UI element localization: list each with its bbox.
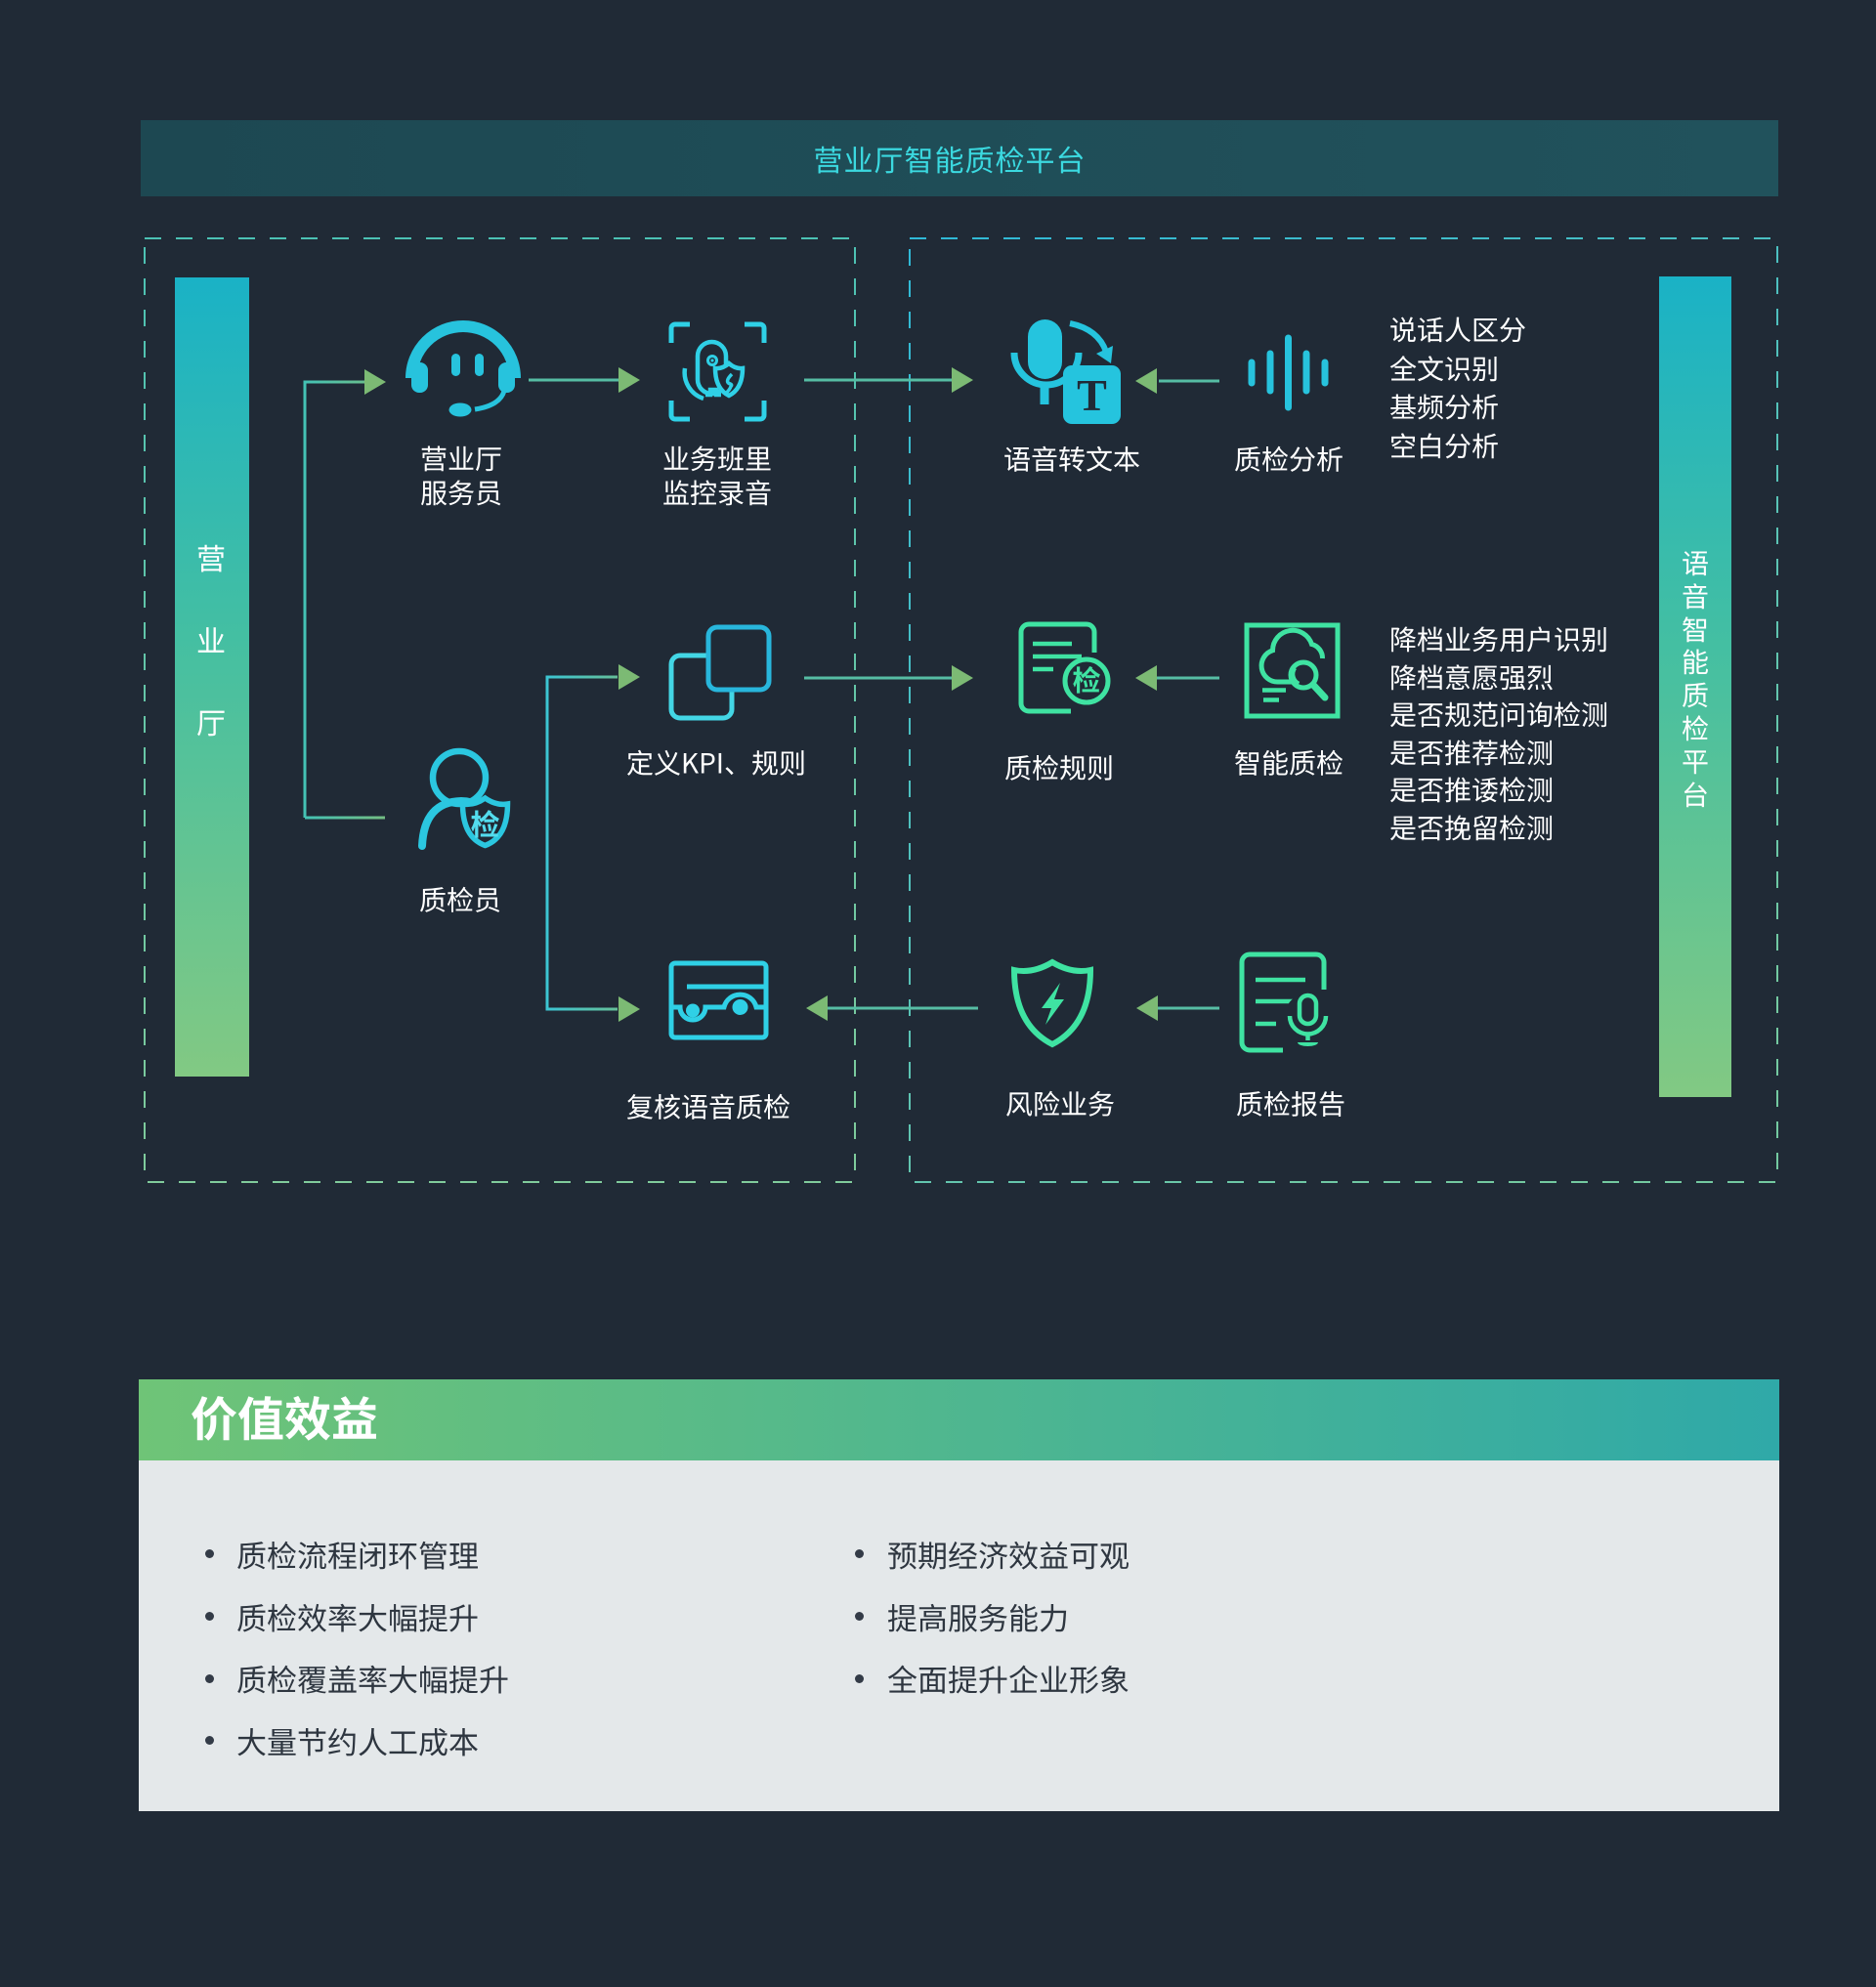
svg-text:检: 检: [471, 801, 500, 844]
svg-text:T: T: [1077, 370, 1107, 420]
svg-text:检: 检: [1072, 658, 1100, 699]
